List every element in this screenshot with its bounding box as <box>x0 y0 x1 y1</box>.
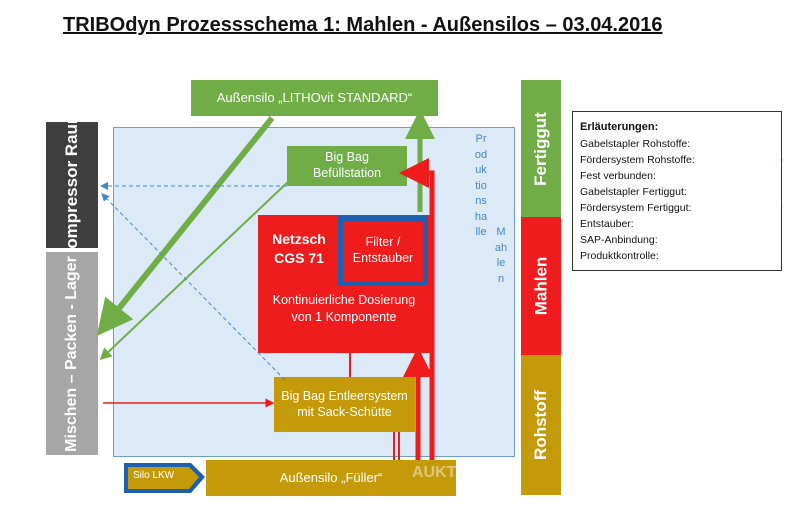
filter-dust-label: Filter / Entstauber <box>352 235 414 265</box>
legend-item: Produktkontrolle: <box>580 250 659 262</box>
mahlen-bar: Mahlen <box>521 217 561 355</box>
mischen-packen-lager-bar: Mischen – Packen - Lager <box>46 252 98 455</box>
bigbag-fill-station-label: Big Bag Befüllstation <box>312 150 382 180</box>
legend-item: Fördersystem Rohstoffe: <box>580 154 695 166</box>
auktion-watermark: AUKTION <box>412 464 485 481</box>
silo-lkw-shape[interactable] <box>124 463 205 493</box>
bigbag-fill-station-box[interactable]: Big Bag Befüllstation <box>287 146 407 186</box>
legend-item: SAP-Anbindung: <box>580 234 658 246</box>
thin-green-arrow-bigbag-to-lager <box>99 179 291 361</box>
dosing-label: Kontinuierliche Dosierung von 1 Komponen… <box>272 293 416 324</box>
kompressor-room-bar: Kompressor Raum <box>46 109 98 261</box>
rohstoff-bar: Rohstoff <box>521 355 561 495</box>
legend-item: Entstauber: <box>580 218 634 230</box>
silo-lkw-label: Silo LKW <box>133 470 175 481</box>
silo-fueller-label: Außensilo „Füller“ <box>279 469 383 485</box>
legend-item: Fest verbunden: <box>580 170 656 182</box>
hall-label-produktionshalle: Produktionshalle <box>474 133 488 238</box>
bigbag-empty-system-box[interactable]: Big Bag Entleersystem mit Sack-Schütte <box>274 377 415 432</box>
filter-dust-box[interactable]: Filter / Entstauber <box>338 216 428 286</box>
hall-label-mahlen: Mahlen <box>494 226 508 285</box>
page-title: TRIBOdyn Prozessschema 1: Mahlen - Außen… <box>63 14 663 36</box>
bigbag-empty-system-label: Big Bag Entleersystem mit Sack-Schütte <box>281 388 408 419</box>
legend-box: Erläuterungen: Gabelstapler Rohstoffe: F… <box>572 111 782 271</box>
legend-heading: Erläuterungen: <box>580 121 659 133</box>
legend-item: Gabelstapler Fertiggut: <box>580 186 687 198</box>
dashed-blue-bigbag-empty-to-kompressor <box>101 193 286 381</box>
silo-fueller-box[interactable]: Außensilo „Füller“ <box>206 460 456 496</box>
silo-lithovit-label: Außensilo „LITHOvit STANDARD“ <box>216 89 413 105</box>
legend-item: Gabelstapler Rohstoffe: <box>580 138 691 150</box>
fertiggut-bar: Fertiggut <box>521 80 561 217</box>
legend-item: Fördersystem Fertiggut: <box>580 202 692 214</box>
netzsch-mill-label: Netzsch CGS 71 <box>272 231 326 266</box>
silo-lithovit-box[interactable]: Außensilo „LITHOvit STANDARD“ <box>191 80 438 116</box>
thick-green-arrow-silo-to-lager-1 <box>96 116 275 337</box>
